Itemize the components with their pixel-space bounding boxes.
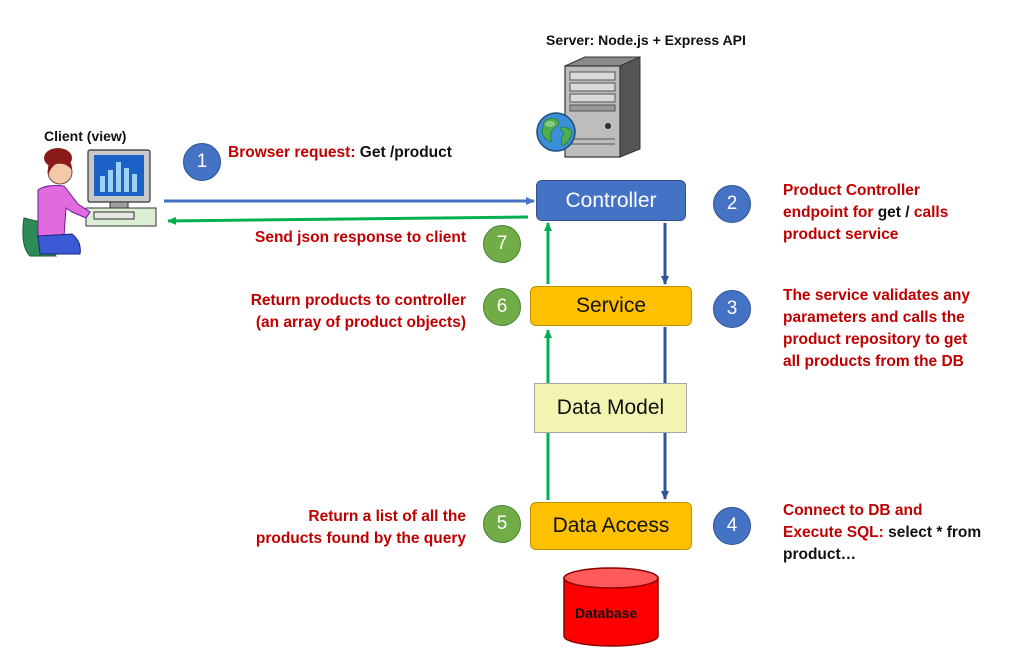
step-6-line-1: Return products to controller (250, 292, 466, 309)
server-label: Server: Node.js + Express API (546, 32, 746, 48)
controller-box: Controller (536, 180, 686, 221)
step-7-note: Send json response to client (206, 227, 466, 249)
step-6-circle: 6 (483, 288, 521, 326)
step-2-line-2-red: endpoint for (783, 204, 878, 221)
step-6-note: Return products to controller (an array … (206, 290, 466, 334)
step-5-note: Return a list of all the products found … (226, 506, 466, 550)
step-1-circle: 1 (183, 143, 221, 181)
step-3-line-4: all products from the DB (783, 353, 964, 370)
service-box: Service (530, 286, 692, 326)
step-3-line-3: product repository to get (783, 331, 968, 348)
step-2-line-3: product service (783, 226, 899, 243)
step-1-text-black: Get /product (359, 144, 452, 161)
step-5-circle: 5 (483, 505, 521, 543)
step-1-text-red: Browser request: (228, 144, 360, 161)
globe-icon (536, 112, 576, 152)
client-label: Client (view) (44, 128, 127, 144)
step-7-line-1: Send json response to client (254, 229, 466, 246)
step-2-line-2-red-end: calls (909, 204, 949, 221)
step-2-line-1: Product Controller (783, 182, 920, 199)
server-tower-icon (536, 56, 641, 158)
step-2-line-2-black: get / (877, 204, 910, 221)
step-3-circle: 3 (713, 290, 751, 328)
step-5-line-2: products found by the query (255, 530, 466, 547)
step-4-line-3: product… (783, 546, 857, 563)
person-at-computer-icon (22, 148, 157, 257)
step-4-line-2-red: Execute SQL: (783, 524, 889, 541)
step-2-note: Product Controller endpoint for get / ca… (783, 180, 948, 246)
step-3-note: The service validates any parameters and… (783, 285, 970, 373)
step-4-line-2-black: select * from (888, 524, 982, 541)
step-3-line-2: parameters and calls the (783, 309, 965, 326)
response-arrow (167, 215, 529, 225)
database-cylinder-icon (563, 567, 659, 647)
step-4-line-1: Connect to DB and (783, 502, 923, 519)
step-7-circle: 7 (483, 225, 521, 263)
step-4-circle: 4 (713, 507, 751, 545)
step-4-note: Connect to DB and Execute SQL: select * … (783, 500, 981, 566)
database-label: Database (575, 605, 638, 621)
step-2-circle: 2 (713, 185, 751, 223)
step-6-line-2: (an array of product objects) (255, 314, 466, 331)
data-model-box: Data Model (534, 383, 687, 433)
step-1-note: Browser request: Get /product (228, 142, 452, 164)
step-5-line-1: Return a list of all the (308, 508, 466, 525)
step-3-line-1: The service validates any (783, 287, 970, 304)
data-access-box: Data Access (530, 502, 692, 550)
